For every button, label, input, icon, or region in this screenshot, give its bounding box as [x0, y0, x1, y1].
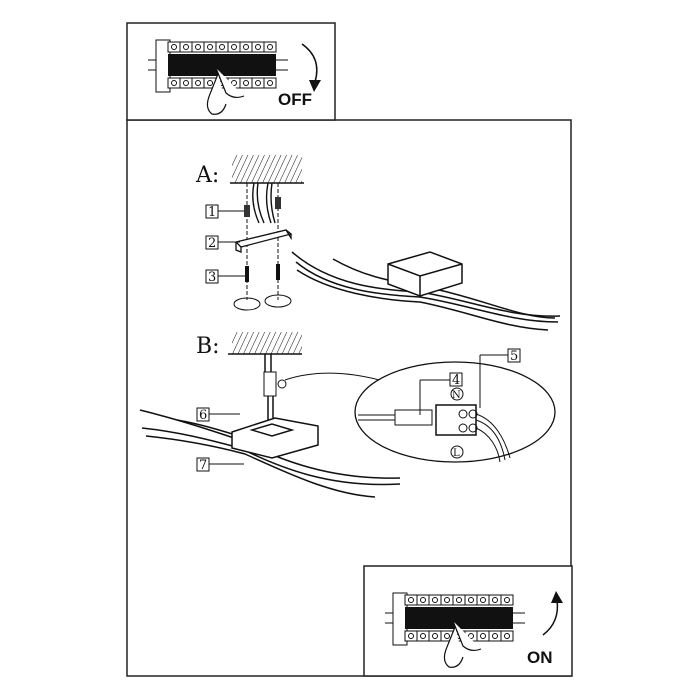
breaker-module[interactable]: [500, 594, 514, 606]
part-callouts-a: 1 2 3: [205, 204, 245, 285]
wall-plug: [244, 205, 250, 217]
breaker-module[interactable]: [476, 594, 490, 606]
screw: [245, 266, 249, 282]
mounting-bracket: [234, 229, 293, 253]
breaker-module[interactable]: [251, 41, 265, 53]
breaker-module[interactable]: [452, 594, 466, 606]
light-fixture-b: [139, 409, 401, 498]
svg-text:4: 4: [452, 373, 460, 388]
breaker-module[interactable]: [191, 41, 205, 53]
off-label: OFF: [278, 90, 312, 109]
breaker-module[interactable]: [464, 594, 478, 606]
step-b-label: B:: [196, 334, 220, 359]
terminal-block: [358, 404, 511, 463]
breaker-module[interactable]: [239, 41, 253, 53]
svg-text:3: 3: [208, 270, 216, 285]
step-a-label: A:: [195, 163, 219, 188]
arrow-counterclockwise-icon: [542, 591, 563, 636]
breaker-module[interactable]: [404, 594, 418, 606]
on-label: ON: [527, 648, 553, 667]
svg-text:1: 1: [208, 205, 216, 220]
svg-text:7: 7: [199, 458, 207, 473]
part-callouts-b: 6 7: [196, 407, 244, 473]
svg-text:5: 5: [510, 349, 518, 364]
ceiling-hatch-b: [232, 332, 302, 354]
part-callouts-detail: 4 5 N L: [419, 348, 521, 459]
live-terminal-label: L: [453, 448, 460, 459]
breaker-module[interactable]: [215, 41, 229, 53]
ceiling-hatch: [232, 155, 302, 183]
breaker-panel-off: [148, 39, 288, 115]
hand-icon: [206, 67, 245, 115]
breaker-module[interactable]: [440, 594, 454, 606]
hand-icon: [443, 620, 482, 668]
breaker-module[interactable]: [203, 41, 217, 53]
breaker-module[interactable]: [428, 594, 442, 606]
breaker-module[interactable]: [227, 41, 241, 53]
svg-text:6: 6: [199, 408, 207, 423]
light-fixture-a: [291, 251, 561, 331]
neutral-terminal-label: N: [452, 390, 461, 401]
arrow-clockwise-icon: [301, 43, 321, 92]
breaker-panel-on: [385, 592, 525, 668]
breaker-module[interactable]: [488, 594, 502, 606]
breaker-module[interactable]: [179, 41, 193, 53]
breaker-module[interactable]: [263, 41, 277, 53]
breaker-module[interactable]: [416, 594, 430, 606]
breaker-module[interactable]: [167, 41, 181, 53]
svg-text:2: 2: [208, 236, 216, 251]
outer-frame: [126, 119, 572, 677]
